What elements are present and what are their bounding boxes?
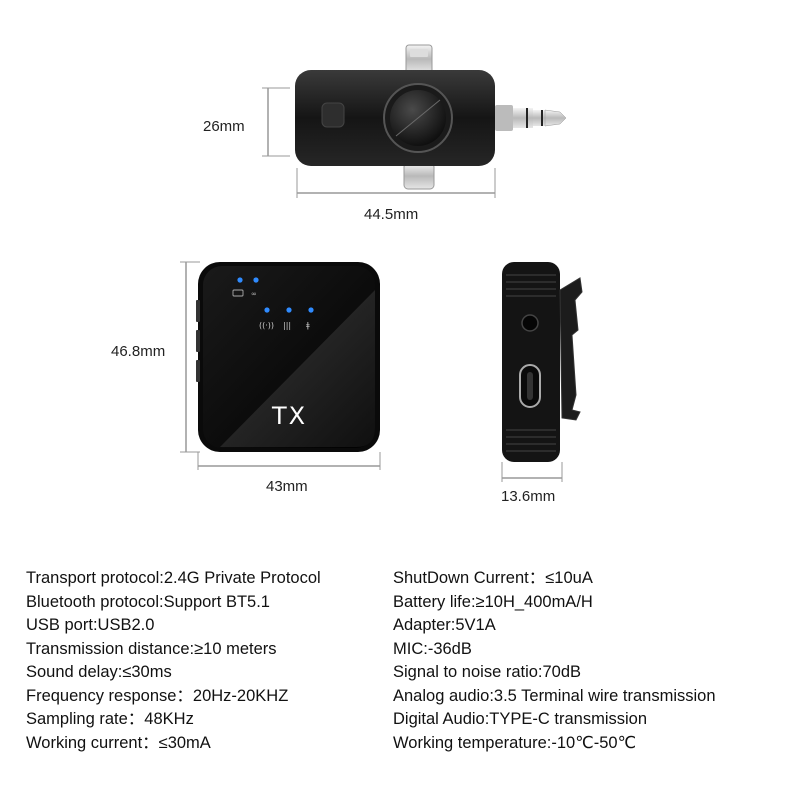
spec-line: MIC:-36dB: [393, 639, 472, 658]
specs-right-column: ShutDown Current：≤10uA Battery life:≥10H…: [393, 567, 716, 755]
receiver-height-label: 26mm: [203, 118, 245, 135]
svg-text:∞: ∞: [251, 290, 257, 298]
tx-height-label: 46.8mm: [111, 343, 166, 360]
tx-thickness-label: 13.6mm: [501, 488, 556, 505]
receiver-width-label: 44.5mm: [364, 206, 419, 223]
spec-line: Digital Audio:TYPE-C transmission: [393, 710, 648, 728]
spec-line: Analog audio:3.5 Terminal wire transmiss…: [393, 686, 716, 705]
specs-left-column: Transport protocol:2.4G Private Protocol…: [26, 567, 321, 755]
svg-text:ǂ: ǂ: [306, 321, 310, 330]
spec-line: ShutDown Current：≤10uA: [393, 569, 593, 587]
spec-line: Bluetooth protocol:Support BT5.1: [26, 592, 270, 611]
spec-line: Signal to noise ratio:70dB: [393, 663, 582, 681]
spec-line: USB port:USB2.0: [26, 616, 155, 634]
spec-line: Sound delay:≤30ms: [26, 663, 172, 681]
tx-label: TX: [272, 402, 308, 430]
spec-line: Working current：≤30mA: [26, 733, 211, 752]
spec-line: Frequency response：20Hz-20KHZ: [26, 686, 289, 705]
spec-line: Working temperature:-10℃-50℃: [393, 733, 637, 752]
spec-line: Battery life:≥10H_400mA/H: [393, 592, 593, 611]
tx-width-label: 43mm: [266, 478, 308, 495]
spec-line: Sampling rate：48KHz: [26, 710, 194, 728]
spec-line: Transmission distance:≥10 meters: [26, 639, 277, 658]
spec-line: Transport protocol:2.4G Private Protocol: [26, 569, 321, 587]
spec-line: Adapter:5V1A: [393, 616, 496, 634]
svg-text:|||: |||: [283, 321, 291, 330]
svg-text:((·)): ((·)): [259, 321, 274, 330]
